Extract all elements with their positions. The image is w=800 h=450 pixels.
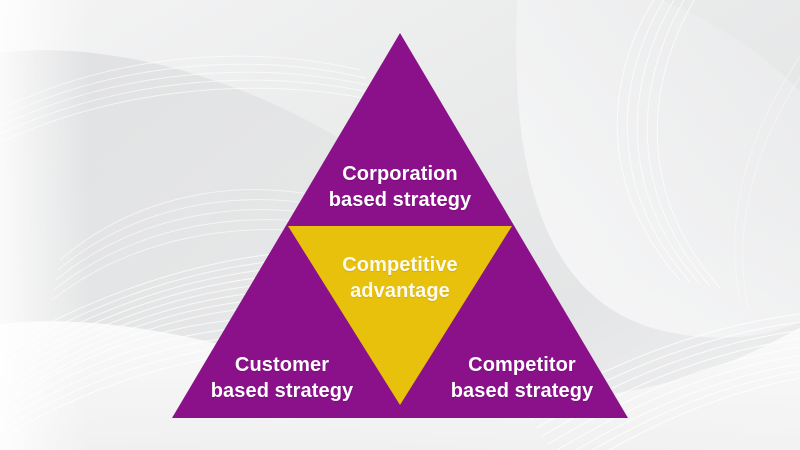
background-edge-fade <box>0 0 90 450</box>
outer-purple-triangle[interactable] <box>172 33 628 418</box>
inner-yellow-triangle[interactable] <box>288 226 512 405</box>
background-blob-right <box>516 0 800 338</box>
background-lines-right <box>616 0 800 309</box>
